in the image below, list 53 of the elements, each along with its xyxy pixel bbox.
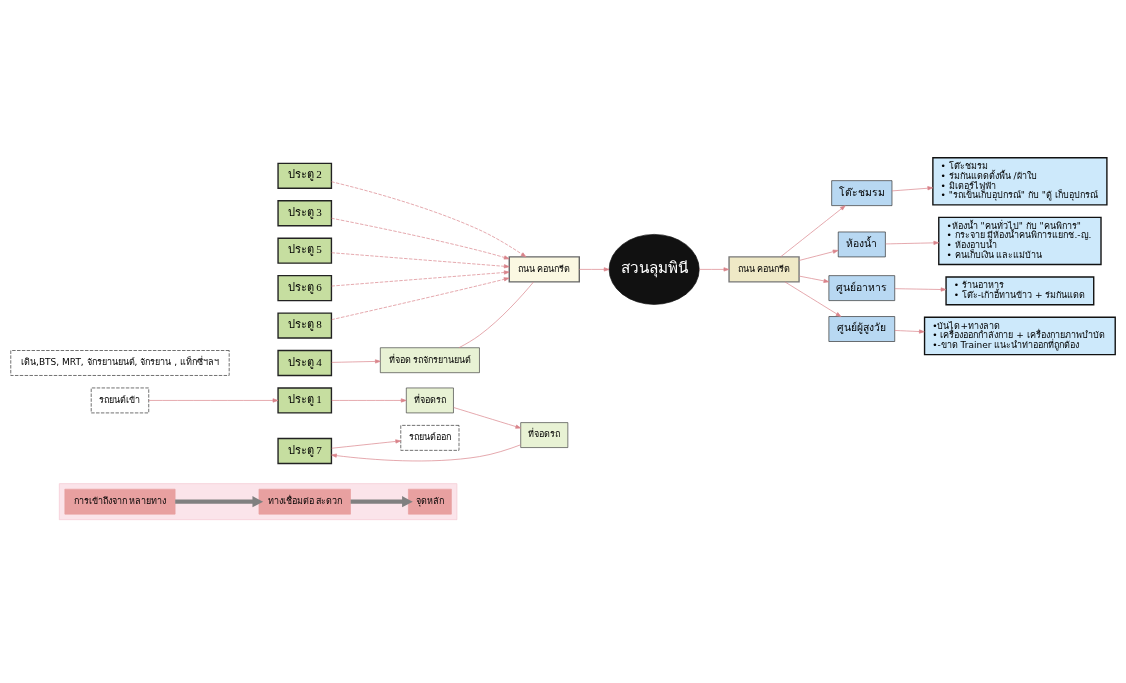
node-box: ประตู 4: [277, 349, 333, 377]
node-box: รถยนต์ออก: [400, 425, 460, 451]
arrow: [148, 398, 279, 403]
node-box: เดิน,BTS, MRT, จักรยานยนต์, จักรยาน , แท็กซี่ฯลฯ: [10, 350, 230, 376]
node-box: จุดหลัก: [408, 488, 452, 515]
arrow: [780, 205, 846, 258]
arrow: [331, 398, 407, 403]
arrow: [175, 496, 264, 508]
node-box: ประตู 1: [277, 387, 333, 414]
node-box: • โต๊ะชมรม • ร่มกันแดดตั้งพื้น /ผ้าใบ • มิเตอร์ไฟฟ้า • "รถเข็นเก็บอุปกรณ์" กับ "ตู้ เก็บอุปกรณ์: [932, 157, 1108, 206]
arrow: [784, 281, 842, 317]
arrow: [331, 359, 381, 364]
cluster: [58, 483, 458, 521]
node-box: ประตู 8: [277, 312, 333, 339]
node-box: ประตู 2: [277, 162, 333, 189]
node-box: รถยนต์เข้า: [90, 387, 150, 414]
node-box: ศูนย์อาหาร: [828, 275, 896, 301]
arrow: [894, 329, 925, 334]
arrow: [894, 287, 947, 292]
connector: [458, 281, 534, 349]
node-box: •บันได+ทางลาด • เครื่องออกกำลังกาย + เครื่องกายภาพบำบัด •-ขาด Trainer แนะนำท่าออกที่ถูกต้อง: [923, 316, 1116, 356]
node-box: ประตู 5: [277, 237, 333, 264]
arrow: [331, 439, 401, 449]
node-box: ที่จอดรถ: [520, 422, 569, 448]
node-box: ที่จอด รถจักรยานยนต์: [379, 347, 480, 374]
node-box: ห้องน้ำ: [837, 231, 886, 258]
node-box: ทางเชื่อมต่อ สะดวก: [258, 488, 351, 515]
node-ellipse: สวนลุมพินี: [608, 234, 700, 305]
arrow: [578, 267, 610, 272]
arrow: [891, 186, 933, 192]
node-box: การเข้าถึงจาก หลายทาง: [64, 488, 176, 515]
node-box: ประตู 7: [277, 437, 333, 465]
arrow: [331, 181, 527, 258]
node-box: ถนน คอนกรีต: [508, 256, 580, 283]
arrow: [331, 270, 510, 287]
arrow: [698, 267, 730, 272]
arrow: [331, 277, 510, 320]
node-box: ประตู 3: [277, 200, 333, 227]
arrow: [885, 240, 940, 245]
node-box: ถนน คอนกรีต: [728, 256, 800, 283]
node-box: ที่จอดรถ: [405, 387, 454, 414]
node-box: ศูนย์ผู้สูงวัย: [828, 316, 896, 342]
node-box: ประตู 6: [277, 274, 333, 302]
node-box: โต๊ะชมรม: [831, 180, 893, 206]
arrow: [331, 217, 510, 260]
arrow: [331, 252, 510, 269]
node-box: • ร้านอาหาร • โต๊ะ-เก้าอี้ทานข้าว + ร่มกันแดด: [945, 276, 1095, 306]
arrow: [350, 496, 413, 508]
arrow: [798, 249, 839, 261]
arrow: [331, 444, 521, 462]
node-box: •ห้องน้ำ "คนทั่วไป" กับ "คนพิการ" • กระจาย มีห้องน้ำคนพิการแยกช.-ญ. • ห้องอาบน้ำ • คนเก็บเงิน และแม่บ้าน: [938, 216, 1102, 266]
arrow: [798, 275, 830, 283]
arrow: [453, 407, 521, 429]
